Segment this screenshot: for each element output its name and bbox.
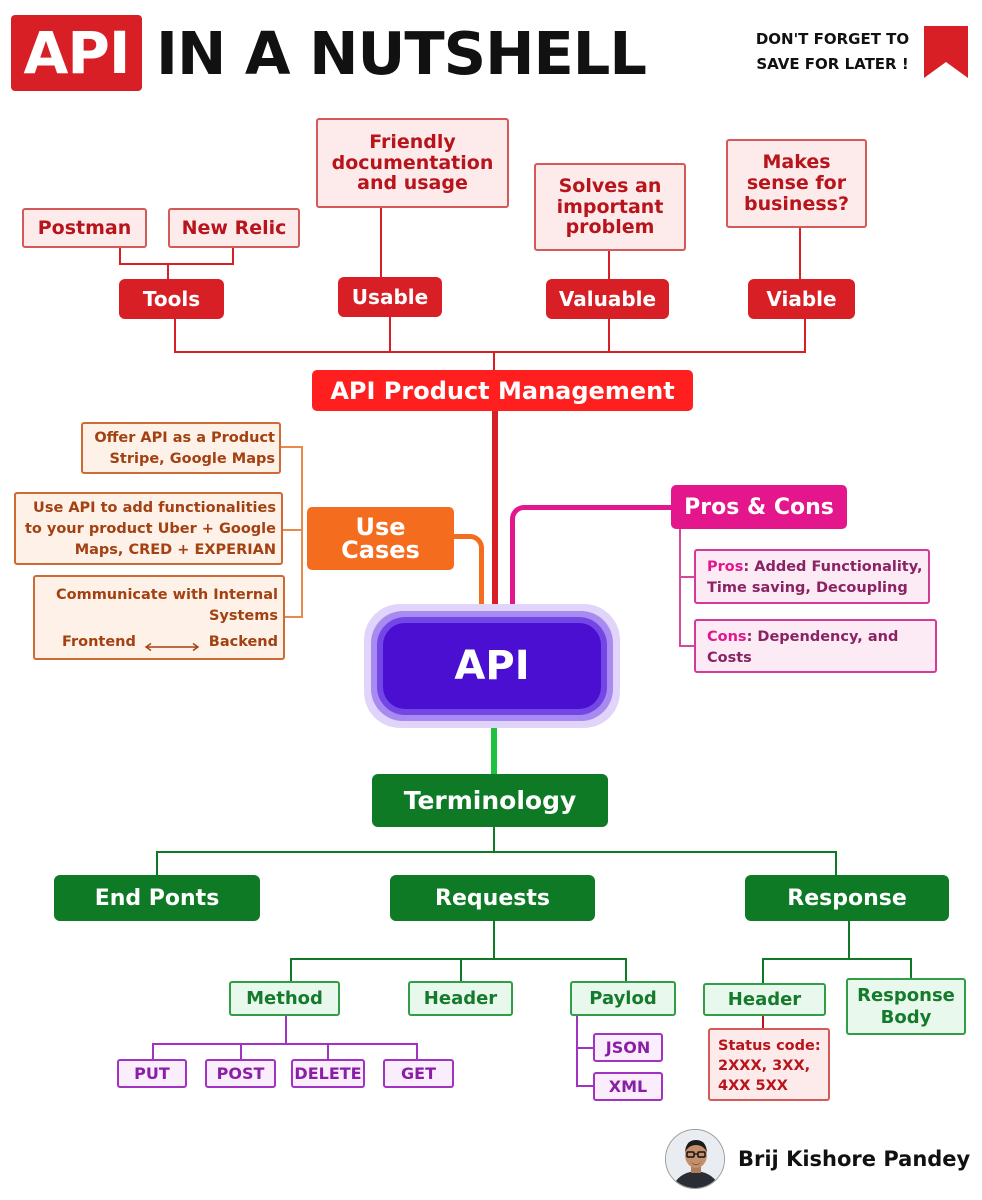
node-viable: Viable xyxy=(748,279,855,319)
double-arrow-icon xyxy=(144,638,200,651)
valuable-detail: Solves an important problem xyxy=(534,163,686,251)
page-title: IN A NUTSHELL xyxy=(156,19,647,88)
use-case-internal-systems: Communicate with Internal Systems Fronte… xyxy=(33,575,285,660)
status-code-box: Status code: 2XXX, 3XX, 4XX 5XX xyxy=(708,1028,830,1101)
node-api-center: API xyxy=(383,623,601,709)
use-case-add-functionality: Use API to add functionalities to your p… xyxy=(14,492,283,565)
node-response-header: Header xyxy=(703,983,826,1016)
tool-postman: Postman xyxy=(22,208,147,248)
use-cases-connector xyxy=(452,534,484,622)
node-valuable: Valuable xyxy=(546,279,669,319)
pros-box: Pros: Added Functionality, Time saving, … xyxy=(694,549,930,604)
node-terminology: Terminology xyxy=(372,774,608,827)
payload-xml: XML xyxy=(593,1072,663,1101)
tool-new-relic: New Relic xyxy=(168,208,300,248)
method-get: GET xyxy=(383,1059,454,1088)
frontend-backend-row: Frontend Backend xyxy=(62,634,278,651)
node-method: Method xyxy=(229,981,340,1016)
bookmark-icon[interactable] xyxy=(924,26,968,78)
node-use-cases: Use Cases xyxy=(307,507,454,570)
api-badge: API xyxy=(11,15,142,91)
method-post: POST xyxy=(205,1059,276,1088)
author-name: Brij Kishore Pandey xyxy=(738,1147,971,1171)
cons-box: Cons: Dependency, and Costs xyxy=(694,619,937,673)
save-reminder: DON'T FORGET TO SAVE FOR LATER ! xyxy=(755,30,910,73)
node-api-product-management: API Product Management xyxy=(312,370,693,411)
avatar-icon xyxy=(665,1129,725,1189)
node-pros-cons: Pros & Cons xyxy=(671,485,847,529)
usable-detail: Friendly documentation and usage xyxy=(316,118,509,208)
pros-cons-connector xyxy=(510,505,675,622)
node-response: Response xyxy=(745,875,949,921)
node-response-body: Response Body xyxy=(846,978,966,1035)
node-tools: Tools xyxy=(119,279,224,319)
node-usable: Usable xyxy=(338,277,442,317)
viable-detail: Makes sense for business? xyxy=(726,139,867,228)
node-requests: Requests xyxy=(390,875,595,921)
node-payload: Paylod xyxy=(570,981,676,1016)
use-case-offer-api: Offer API as a Product Stripe, Google Ma… xyxy=(81,422,281,474)
method-put: PUT xyxy=(117,1059,187,1088)
node-request-header: Header xyxy=(408,981,513,1016)
node-end-points: End Ponts xyxy=(54,875,260,921)
method-delete: DELETE xyxy=(291,1059,365,1088)
payload-json: JSON xyxy=(593,1033,663,1062)
